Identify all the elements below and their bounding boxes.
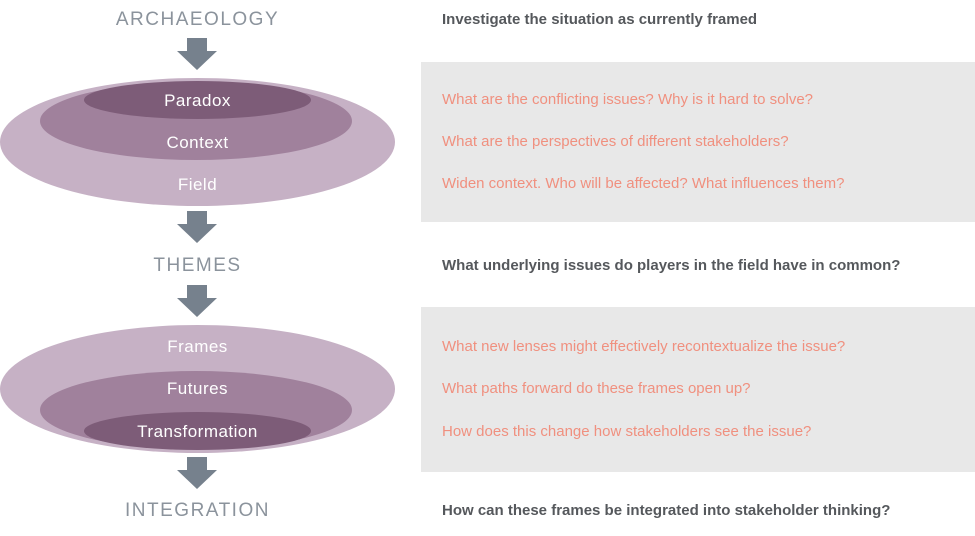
question-stakeholder-perspectives: What are the perspectives of different s…: [442, 133, 789, 150]
question-widen-context: Widen context. Who will be affected? Wha…: [442, 175, 845, 192]
themes-question-box: What new lenses might effectively recont…: [421, 307, 975, 472]
themes-funnel: Frames Futures Transformation: [0, 325, 395, 453]
question-new-lenses: What new lenses might effectively recont…: [442, 338, 846, 355]
stage-label-archaeology: ARCHAEOLOGY: [115, 9, 280, 30]
integration-prompt-text: How can these frames be integrated into …: [442, 502, 891, 519]
funnel-label-context: Context: [166, 133, 229, 152]
stage-label-themes: THEMES: [153, 255, 242, 276]
question-change-stakeholders: How does this change how stakeholders se…: [442, 423, 812, 440]
themes-prompt-text: What underlying issues do players in the…: [442, 257, 901, 274]
archaeology-prompt-text: Investigate the situation as currently f…: [442, 11, 758, 28]
down-arrow-icon: [177, 457, 217, 489]
funnel-label-field: Field: [177, 175, 218, 194]
funnel-layer-paradox-ellipse: [84, 81, 311, 119]
funnel-layer-transformation-ellipse: [84, 412, 311, 450]
funnel-label-futures: Futures: [166, 379, 229, 398]
question-conflicting-issues: What are the conflicting issues? Why is …: [442, 91, 814, 108]
down-arrow-icon: [177, 38, 217, 70]
funnel-label-transformation: Transformation: [137, 422, 258, 441]
down-arrow-icon: [177, 211, 217, 243]
funnel-label-paradox: Paradox: [164, 91, 231, 110]
funnel-label-frames: Frames: [167, 337, 228, 356]
archaeology-question-box: What are the conflicting issues? Why is …: [421, 62, 975, 222]
archaeology-funnel: Paradox Context Field: [0, 78, 395, 206]
stage-label-integration: INTEGRATION: [125, 500, 270, 521]
down-arrow-icon: [177, 285, 217, 317]
question-paths-forward: What paths forward do these frames open …: [442, 380, 751, 397]
